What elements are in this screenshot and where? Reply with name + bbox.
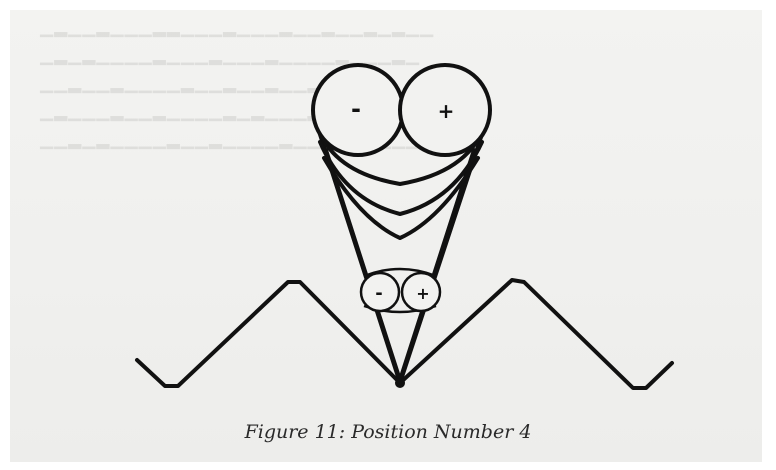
- small-negative-sign: -: [375, 283, 382, 304]
- small-positive-sign: +: [416, 284, 429, 303]
- caption-text: Figure 11: Position Number 4: [245, 421, 532, 443]
- large-negative-sign: -: [351, 95, 361, 123]
- figure-caption: Figure 11: Position Number 4: [0, 421, 776, 443]
- large-positive-sign: +: [438, 99, 455, 123]
- junction-dot: [395, 378, 405, 388]
- lower-arc: [324, 158, 478, 238]
